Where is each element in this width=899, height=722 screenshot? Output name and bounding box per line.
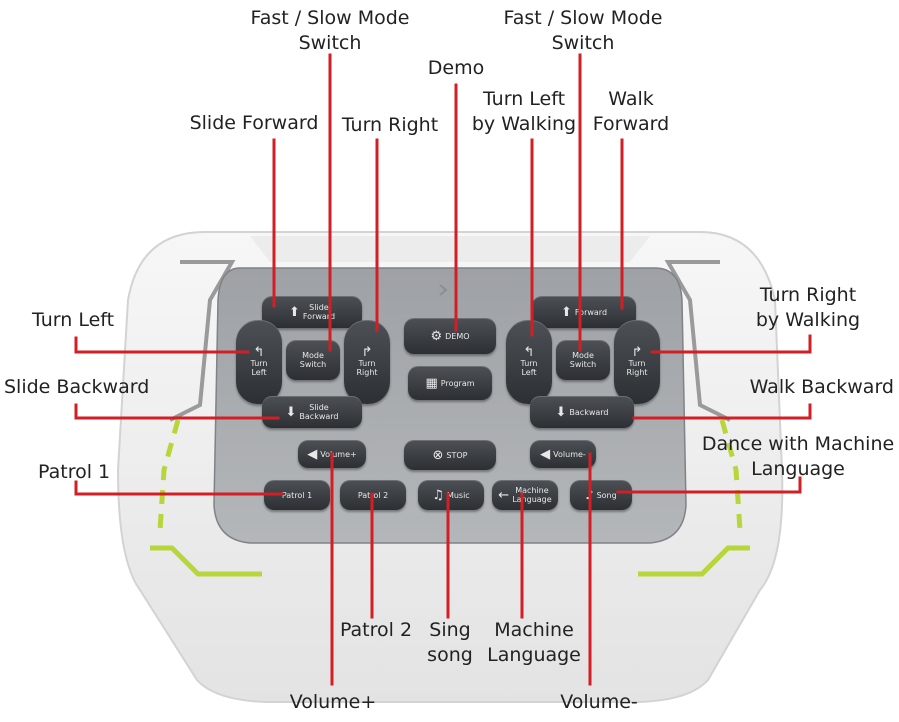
speaker-icon: ◀: [540, 446, 551, 462]
leader-patrol-1: [74, 480, 284, 496]
walk-turn-left-key-label: Turn Left: [520, 358, 538, 377]
callout-slide-backward: Slide Backward: [4, 376, 150, 398]
callout-walk-forward: Walk Forward: [592, 88, 670, 135]
arrow-down-icon: ⬇: [555, 404, 567, 420]
machine-language-key-label: Machine Language: [512, 486, 552, 504]
callout-sing-song: Sing song: [427, 619, 473, 666]
callout-turn-right-by-walking: Turn Right by Walking: [755, 284, 861, 331]
green-accent-right-strip: [719, 419, 743, 531]
volume-plus-key-label: Volume+: [320, 449, 357, 459]
turn-right-icon: ↱: [631, 344, 643, 360]
callout-volume-plus: Volume+: [289, 691, 377, 713]
callout-volume-minus: Volume-: [560, 691, 638, 713]
turn-right-key[interactable]: ↱Turn Right: [344, 320, 390, 404]
walk-turn-right-key-label: Turn Right: [626, 358, 648, 377]
song-key-label: Song: [596, 490, 617, 500]
program-key-label: Program: [440, 378, 475, 388]
machine-language-key[interactable]: ←Machine Language: [492, 480, 558, 510]
callout-dance-machine-language: Dance with Machine Language: [701, 433, 895, 480]
callout-walk-backward: Walk Backward: [749, 376, 894, 398]
turn-left-icon: ↰: [523, 344, 535, 360]
callout-fast-slow-right: Fast / Slow Mode Switch: [503, 7, 663, 54]
green-accent-left-strip: [157, 419, 181, 531]
callout-patrol-2: Patrol 2: [339, 619, 413, 641]
callout-slide-forward: Slide Forward: [189, 112, 319, 134]
forward-key-label: Forward: [574, 307, 608, 317]
shell-recess-right: [664, 260, 731, 422]
green-accent-left-hook: [150, 545, 262, 577]
shell-top-edge: [250, 236, 650, 262]
demo-icon: ⚙: [430, 328, 443, 344]
mode-switch-right-key[interactable]: Mode Switch: [556, 340, 610, 380]
shell-recess-left: [169, 260, 236, 422]
leader-turn-left: [74, 336, 250, 354]
walk-turn-left-key[interactable]: ↰Turn Left: [506, 320, 552, 404]
patrol-2-key-label: Patrol 2: [357, 490, 389, 500]
turn-left-key[interactable]: ↰Turn Left: [236, 320, 282, 404]
walk-turn-right-key[interactable]: ↱Turn Right: [614, 320, 660, 404]
patrol-1-key-label: Patrol 1: [281, 490, 313, 500]
slide-backward-key-label: Slide Backward: [299, 403, 339, 421]
arrow-down-icon: ⬇: [285, 404, 297, 420]
slide-forward-key-label: Slide Forward: [302, 303, 336, 321]
panel-top-mark: [439, 284, 448, 296]
mode-switch-right-key-label: Mode Switch: [569, 351, 597, 369]
callout-turn-left: Turn Left: [32, 309, 115, 331]
music-note-icon: ♫: [432, 487, 444, 503]
turn-left-icon: ↰: [253, 344, 265, 360]
callout-patrol-1: Patrol 1: [38, 461, 111, 483]
demo-key-label: DEMO: [445, 331, 470, 341]
program-key[interactable]: ▦Program: [408, 366, 492, 400]
forward-key[interactable]: ⬆Forward: [532, 296, 636, 328]
program-icon: ▦: [425, 375, 438, 391]
turn-right-key-label: Turn Right: [356, 358, 378, 377]
leader-turn-right-by-walking: [650, 334, 812, 354]
mode-switch-left-key-label: Mode Switch: [299, 351, 327, 369]
speaker-icon: ◀: [307, 446, 318, 462]
stop-key[interactable]: ⊗STOP: [404, 440, 496, 470]
slide-backward-key[interactable]: ⬇Slide Backward: [262, 396, 362, 428]
leader-walk-backward: [632, 403, 812, 420]
turn-left-key-label: Turn Left: [250, 358, 268, 377]
callout-fast-slow-left: Fast / Slow Mode Switch: [250, 7, 410, 54]
backward-key[interactable]: ⬇Backward: [530, 396, 634, 428]
callout-machine-language: Machine Language: [487, 619, 581, 666]
leader-slide-backward: [74, 403, 280, 420]
arrow-left-icon: ←: [498, 487, 510, 503]
slide-forward-key[interactable]: ⬆Slide Forward: [262, 296, 362, 328]
volume-minus-key-label: Volume-: [553, 449, 586, 459]
music-key[interactable]: ♫Music: [418, 480, 484, 510]
music-key-label: Music: [446, 490, 470, 500]
demo-key[interactable]: ⚙DEMO: [404, 318, 496, 354]
callout-turn-right: Turn Right: [341, 114, 439, 136]
arrow-up-icon: ⬆: [560, 304, 572, 320]
callout-turn-left-by-walking: Turn Left by Walking: [471, 88, 577, 135]
stop-icon: ⊗: [432, 447, 444, 463]
turn-right-icon: ↱: [361, 344, 373, 360]
leader-dance-machine-language: [616, 476, 802, 494]
backward-key-label: Backward: [569, 407, 609, 417]
green-accent-right-hook: [638, 545, 750, 577]
callout-demo: Demo: [427, 57, 485, 79]
stop-key-label: STOP: [446, 450, 468, 460]
volume-minus-key[interactable]: ◀Volume-: [530, 440, 596, 468]
arrow-up-icon: ⬆: [288, 304, 300, 320]
